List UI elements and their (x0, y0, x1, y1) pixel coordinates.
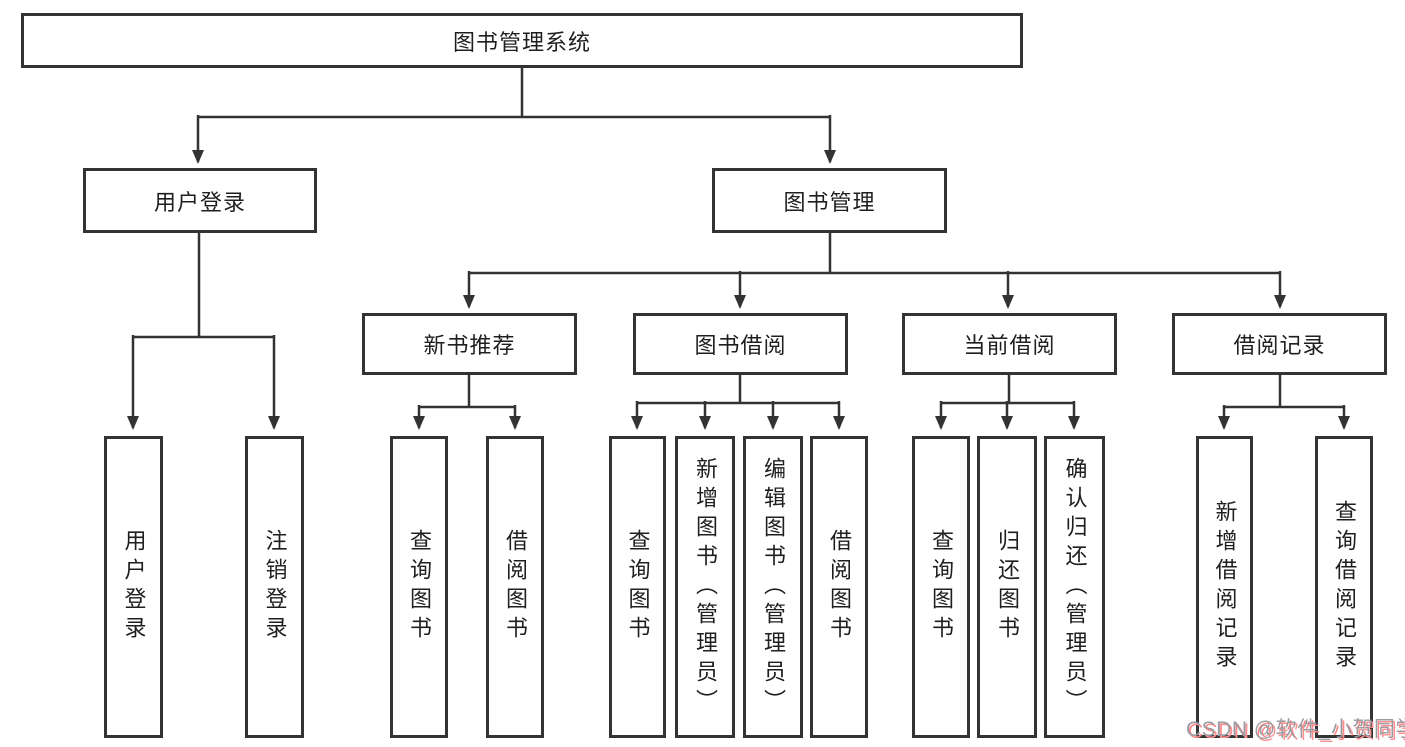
node-label: 查询图书 (625, 529, 651, 645)
node-label: 用户登录 (153, 189, 246, 215)
node-label: 图书管理系统 (452, 29, 591, 55)
leaf-return-books: 归还图书 (977, 436, 1037, 738)
node-label: 借阅图书 (503, 529, 528, 645)
node-label: 新增图书（管理员） (693, 456, 718, 718)
leaf-query-books-borrowing: 查询图书 (609, 436, 666, 738)
node-label: 查询借阅记录 (1332, 500, 1357, 674)
leaf-add-books-admin: 新增图书（管理员） (675, 436, 735, 738)
node-label: 图书借阅 (694, 333, 787, 358)
node-book-borrowing: 图书借阅 (633, 313, 848, 375)
node-label: 查询图书 (929, 529, 954, 645)
leaf-logout: 注销登录 (245, 436, 304, 738)
node-user-login: 用户登录 (83, 168, 317, 233)
node-label: 图书管理 (783, 189, 876, 215)
leaf-borrow-books-borrowing: 借阅图书 (810, 436, 868, 738)
node-label: 当前借阅 (963, 333, 1056, 358)
leaf-add-borrow-record: 新增借阅记录 (1196, 436, 1253, 738)
leaf-query-borrow-record: 查询借阅记录 (1315, 436, 1373, 738)
csdn-watermark: CSDN @软件_小贺同学 (1186, 718, 1405, 741)
leaf-edit-books-admin: 编辑图书（管理员） (743, 436, 803, 738)
node-label: 借阅记录 (1233, 333, 1326, 358)
node-label: 借阅图书 (827, 529, 852, 645)
node-label: 用户登录 (121, 529, 147, 645)
node-book-management: 图书管理 (712, 168, 947, 233)
leaf-confirm-return-admin: 确认归还（管理员） (1044, 436, 1105, 738)
node-label: 注销登录 (262, 529, 288, 645)
node-current-borrowing: 当前借阅 (902, 313, 1117, 375)
node-label: 编辑图书（管理员） (761, 456, 786, 718)
leaf-user-login: 用户登录 (104, 436, 163, 738)
node-borrowing-records: 借阅记录 (1172, 313, 1387, 375)
node-label: 查询图书 (407, 529, 432, 645)
leaf-query-books-recommend: 查询图书 (390, 436, 448, 738)
leaf-borrow-books-recommend: 借阅图书 (486, 436, 544, 738)
node-label: 新增借阅记录 (1212, 500, 1238, 674)
node-label: 确认归还（管理员） (1062, 456, 1088, 718)
leaf-query-books-current: 查询图书 (912, 436, 970, 738)
node-label: 新书推荐 (423, 333, 516, 358)
node-label: 归还图书 (995, 529, 1020, 645)
node-root-library-system: 图书管理系统 (21, 13, 1023, 68)
node-new-book-recommend: 新书推荐 (362, 313, 577, 375)
